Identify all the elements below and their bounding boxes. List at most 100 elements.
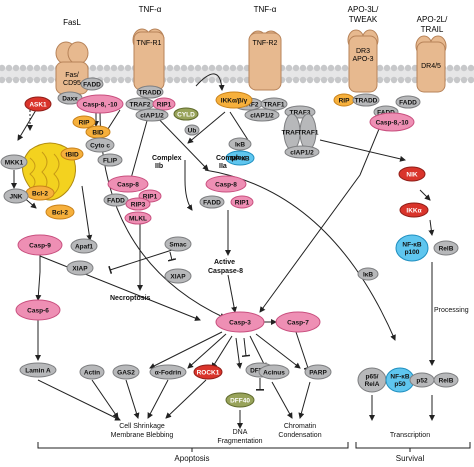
node-label: Smac: [169, 241, 187, 248]
node-shape: [225, 392, 255, 408]
node-label: Actin: [84, 369, 100, 376]
node-shape: [136, 85, 164, 99]
dr3-label: DR3: [356, 48, 370, 55]
receptor-fas: Fas/ CD95: [55, 41, 89, 95]
node-ciap12-b: cIAP1/2: [244, 108, 280, 122]
node-label: α-Fodrin: [155, 369, 181, 376]
node-cytoc: Cyto c: [85, 137, 115, 153]
node-label: XIAP: [170, 273, 186, 280]
node-label: RIP1: [143, 193, 158, 200]
node-label: IKKα/β/γ: [221, 97, 248, 104]
node-casp810-right: Casp-8,-10: [369, 112, 415, 132]
node-shape: [80, 77, 104, 91]
node-label: NF-κB: [230, 155, 249, 162]
node-traf1-v: TRAF1: [298, 113, 319, 151]
node-label: CYLD: [177, 111, 195, 118]
node-label: TRAF1: [264, 101, 285, 108]
apoptosis-label: Apoptosis: [174, 454, 209, 463]
node-casp8-iia: Casp-8: [205, 175, 247, 193]
node-relb-b: RelB: [433, 372, 459, 388]
node-label: Casp-3: [229, 319, 251, 326]
node-rip-dr3: RIP: [333, 93, 355, 107]
chromatin-condensation-label-2: Condensation: [278, 432, 321, 439]
node-nfkb-a: NF-κB: [225, 150, 255, 166]
node-label: TRADD: [139, 89, 162, 96]
node-label: RIP: [339, 97, 351, 104]
node-shape: [72, 115, 96, 129]
node-label: FADD: [107, 197, 125, 204]
node-shape: [304, 364, 332, 380]
node-tradd-dr3: TRADD: [352, 93, 380, 107]
fas-label-2: CD95: [63, 80, 81, 87]
node-casp8-iib: Casp-8: [107, 175, 149, 193]
complex-iia-label: Complex: [216, 155, 246, 162]
node-label: NF-κB: [402, 242, 421, 249]
node-label: BID: [92, 129, 104, 136]
node-fadd-iib: FADD: [103, 193, 129, 207]
node-afodrin: α-Fodrin: [149, 364, 187, 380]
node-shape: [352, 93, 380, 107]
complex-iia-label-2: IIa: [219, 163, 227, 170]
node-label: MKK1: [5, 159, 24, 166]
ligand-fasl: FasL: [63, 18, 81, 27]
node-label: ROCK1: [197, 369, 220, 376]
outcome-brackets: [37, 442, 471, 452]
node-label: Bcl-2: [32, 190, 48, 197]
node-label: RelB: [439, 245, 454, 252]
node-shape: [125, 197, 151, 211]
node-shape: [19, 362, 57, 378]
node-casp9: Casp-9: [17, 234, 63, 256]
node-shape: [164, 236, 192, 252]
receptor-dr3: DR3 APO-3: [347, 29, 379, 93]
membrane-blebbing-label: Membrane Blebbing: [111, 432, 174, 439]
node-gas2: GAS2: [112, 364, 140, 380]
chromatin-condensation-label: Chromatin: [284, 423, 316, 430]
node-relb-a: RelB: [433, 240, 459, 256]
node-label: Acinus: [263, 369, 285, 376]
node-label: GAS2: [117, 369, 135, 376]
node-cyld: CYLD: [173, 107, 199, 121]
node-jnk: JNK: [3, 188, 29, 204]
node-shape: [433, 372, 459, 388]
node-shape: [275, 311, 321, 333]
node-shape: [24, 96, 52, 112]
node-label: IκB: [235, 141, 245, 148]
node-shape: [124, 211, 152, 225]
node-label: RIP3: [131, 201, 146, 208]
node-shape: [398, 166, 426, 182]
node-rip1-a: RIP1: [152, 97, 176, 111]
node-label: p50: [394, 381, 406, 388]
node-shape: [395, 95, 421, 109]
node-shape: [433, 240, 459, 256]
node-label: ASK1: [29, 101, 47, 108]
node-p65rela: p65/RelA: [357, 367, 387, 393]
node-rip-left: RIP: [72, 115, 96, 129]
node-shape: [357, 267, 379, 281]
node-label: p100: [405, 249, 420, 256]
node-fadd-fas: FADD: [80, 77, 104, 91]
node-shape: [60, 147, 84, 161]
node-shape: [135, 108, 169, 122]
node-bid: BID: [85, 125, 111, 139]
node-label: FADD: [83, 81, 101, 88]
node-label: Casp-8: [215, 181, 237, 188]
node-ub: Ub: [184, 124, 200, 136]
node-shape: [15, 299, 61, 321]
node-label: Apaf1: [75, 243, 93, 250]
node-shape: [199, 195, 225, 209]
node-shape: [112, 364, 140, 380]
node-label: TRAF1: [298, 129, 319, 136]
node-shape: [79, 364, 105, 380]
node-shape: [0, 154, 28, 170]
node-shape: [173, 107, 199, 121]
active-caspase8-label: Active: [214, 259, 235, 266]
dna-fragmentation-label: DNA: [233, 429, 248, 436]
node-casp810-left: Casp-8, -10: [76, 94, 124, 114]
node-label: PARP: [309, 369, 327, 376]
node-mlkl: MLKL: [124, 211, 152, 225]
node-shape: [17, 234, 63, 256]
node-label: cIAP1/2: [140, 112, 164, 119]
node-shape: [45, 204, 75, 220]
